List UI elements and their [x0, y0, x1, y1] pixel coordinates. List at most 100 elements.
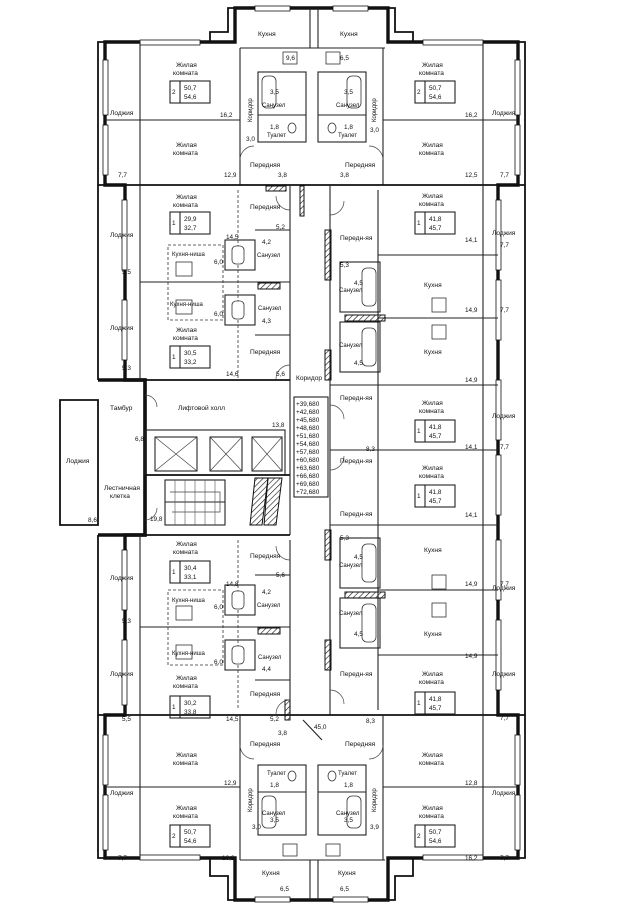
label-loggia-w4: Лоджия — [110, 671, 134, 678]
svg-text:3,0: 3,0 — [252, 824, 261, 831]
label-hall-e5: Передн-яя — [340, 671, 373, 678]
svg-text:13,8: 13,8 — [272, 422, 285, 429]
svg-text:5,3: 5,3 — [340, 262, 349, 269]
label-corridor-bl: Коридор — [248, 788, 254, 812]
svg-text:41,8: 41,8 — [429, 424, 442, 431]
svg-text:1,8: 1,8 — [344, 124, 353, 131]
svg-text:6,0: 6,0 — [214, 604, 223, 611]
label-toilet-tl: Туалет — [267, 133, 286, 139]
svg-text:2: 2 — [417, 89, 421, 96]
svg-text:6,5: 6,5 — [340, 55, 349, 62]
label-hall-tl: Передняя — [250, 162, 281, 169]
svg-text:6,0: 6,0 — [214, 659, 223, 666]
label-living-br1-2: комната — [419, 760, 444, 767]
notch-tr — [388, 7, 414, 42]
label-hall-w2: Передняя — [250, 349, 281, 356]
label-living-br2-1: Жилая — [422, 805, 443, 812]
svg-text:6,5: 6,5 — [280, 886, 289, 893]
svg-text:7,7: 7,7 — [500, 855, 509, 862]
svg-text:50,7: 50,7 — [184, 829, 197, 836]
svg-text:1,8: 1,8 — [270, 782, 279, 789]
elevation-4: +48,680 — [296, 425, 320, 432]
label-kitchen-e2: Кухня — [424, 349, 442, 356]
apartment-box-11: 2 50,7 54,6 — [169, 824, 211, 848]
apartment-box-5: 1 30,5 33,2 — [169, 345, 211, 369]
label-kitchen-e4: Кухня — [424, 631, 442, 638]
elevation-3: +45,680 — [296, 417, 320, 424]
notch-tl — [209, 7, 235, 42]
label-living-br1-1: Жилая — [422, 752, 443, 759]
loggia-outline-west-bottom — [97, 714, 105, 859]
apartment-box-7: 1 41,8 45,7 — [414, 484, 456, 508]
svg-text:7,7: 7,7 — [500, 172, 509, 179]
label-living-e1-2: комната — [419, 201, 444, 208]
svg-text:14,9: 14,9 — [465, 653, 478, 660]
label-corridor-tl: Коридор — [248, 98, 254, 122]
svg-text:6,8: 6,8 — [135, 436, 144, 443]
label-kitchen-e1: Кухня — [424, 282, 442, 289]
svg-text:12,5: 12,5 — [465, 172, 478, 179]
loggia-outline-east-bottom — [518, 714, 526, 859]
svg-text:16,2: 16,2 — [465, 112, 478, 119]
label-kitchen-tr: Кухня — [340, 31, 358, 38]
label-living-e3-1: Жилая — [422, 465, 443, 472]
svg-text:16,2: 16,2 — [220, 112, 233, 119]
label-loggia-tr: Лоджия — [492, 110, 516, 117]
svg-text:1: 1 — [172, 354, 176, 361]
svg-text:3,0: 3,0 — [370, 127, 379, 134]
label-loggia-e1: Лоджия — [492, 230, 516, 237]
svg-text:14,5: 14,5 — [226, 234, 239, 241]
label-living-w4-1: Жилая — [176, 675, 197, 682]
label-bath-w3: Санузел — [257, 603, 281, 609]
label-hall-e1: Передн-яя — [340, 235, 373, 242]
svg-text:7,7: 7,7 — [118, 855, 127, 862]
label-corridor-br: Коридор — [372, 788, 378, 812]
label-loggia-bl: Лоджия — [110, 790, 134, 797]
elevation-5: +51,680 — [296, 433, 320, 440]
label-living-tl-1: Жилая — [176, 62, 197, 69]
svg-text:2: 2 — [172, 833, 176, 840]
label-living-w2-1: Жилая — [176, 327, 197, 334]
label-living-w4-2: комната — [173, 683, 198, 690]
label-kitchen-e3: Кухня — [424, 547, 442, 554]
label-living-tl2-2: комната — [173, 150, 198, 157]
svg-text:14,9: 14,9 — [465, 377, 478, 384]
svg-text:1,8: 1,8 — [270, 124, 279, 131]
notch-bl — [209, 858, 235, 901]
svg-text:7,7: 7,7 — [118, 172, 127, 179]
svg-text:1: 1 — [417, 493, 421, 500]
label-living-bl1-1: Жилая — [176, 752, 197, 759]
label-loggia-w1: Лоджия — [110, 232, 134, 239]
svg-text:5,5: 5,5 — [122, 269, 131, 276]
label-bath-w4: Санузел — [258, 655, 282, 661]
label-bath-e2: Санузел — [339, 343, 363, 349]
label-bath-e1: Санузел — [339, 288, 363, 294]
apartment-box-9: 1 30,2 33,8 — [169, 695, 211, 719]
svg-text:33,8: 33,8 — [184, 709, 197, 716]
svg-text:2: 2 — [172, 89, 176, 96]
svg-text:14,6: 14,6 — [226, 371, 239, 378]
label-hall-bl: Передняя — [250, 741, 281, 748]
elevation-10: +66,680 — [296, 473, 320, 480]
label-living-w1-2: комната — [173, 202, 198, 209]
elevation-2: +42,680 — [296, 409, 320, 416]
label-toilet-bl: Туалет — [267, 771, 286, 777]
label-hall-w1: Передняя — [250, 204, 281, 211]
label-bath-br: Санузел — [336, 811, 360, 817]
label-bath-w1: Санузел — [257, 253, 281, 259]
label-niche-w3: Кухня-ниша — [172, 598, 206, 604]
label-loggia-e3: Лоджия — [492, 585, 516, 592]
svg-text:4,2: 4,2 — [262, 589, 271, 596]
notch-br — [388, 858, 414, 901]
svg-text:5,5: 5,5 — [122, 716, 131, 723]
svg-text:41,8: 41,8 — [429, 216, 442, 223]
svg-text:9,6: 9,6 — [286, 55, 295, 62]
svg-text:5,6: 5,6 — [276, 371, 285, 378]
label-kitchen-bl: Кухня — [262, 870, 280, 877]
apartment-box-4: 1 41,8 45,7 — [414, 211, 456, 235]
label-living-tl-2: комната — [173, 70, 198, 77]
svg-text:4,3: 4,3 — [262, 318, 271, 325]
label-niche-w4: Кухня-ниша — [172, 651, 206, 657]
svg-text:8,3: 8,3 — [366, 718, 375, 725]
label-niche-w2: Кухня-ниша — [170, 302, 204, 308]
